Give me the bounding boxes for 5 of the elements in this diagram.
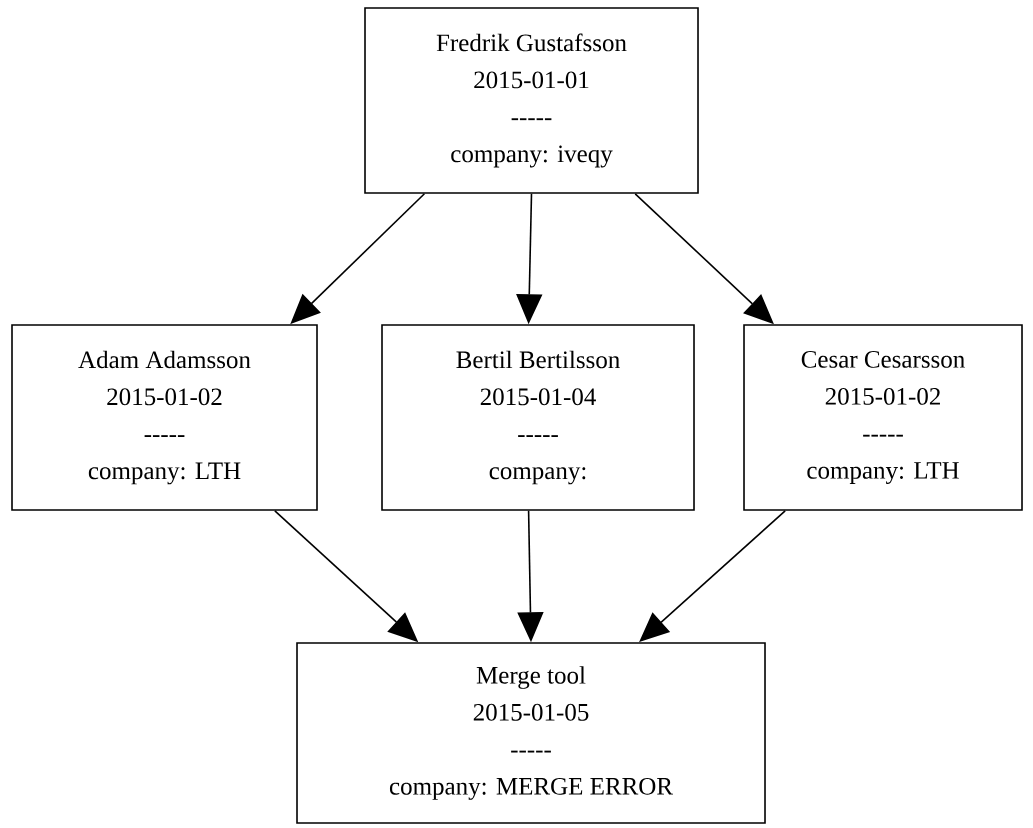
record-box: Fredrik Gustafsson 2015-01-01 ----- company: iveqy [364,7,699,194]
record-box: Cesar Cesarsson 2015-01-02 ----- company: LTH [743,324,1023,511]
record-box: Bertil Bertilsson 2015-01-04 ----- company: [381,324,695,511]
record-box: Adam Adamsson 2015-01-02 ----- company: LTH [11,324,318,511]
record-box: Merge tool 2015-01-05 ----- company: MERGE ERROR [296,642,766,824]
